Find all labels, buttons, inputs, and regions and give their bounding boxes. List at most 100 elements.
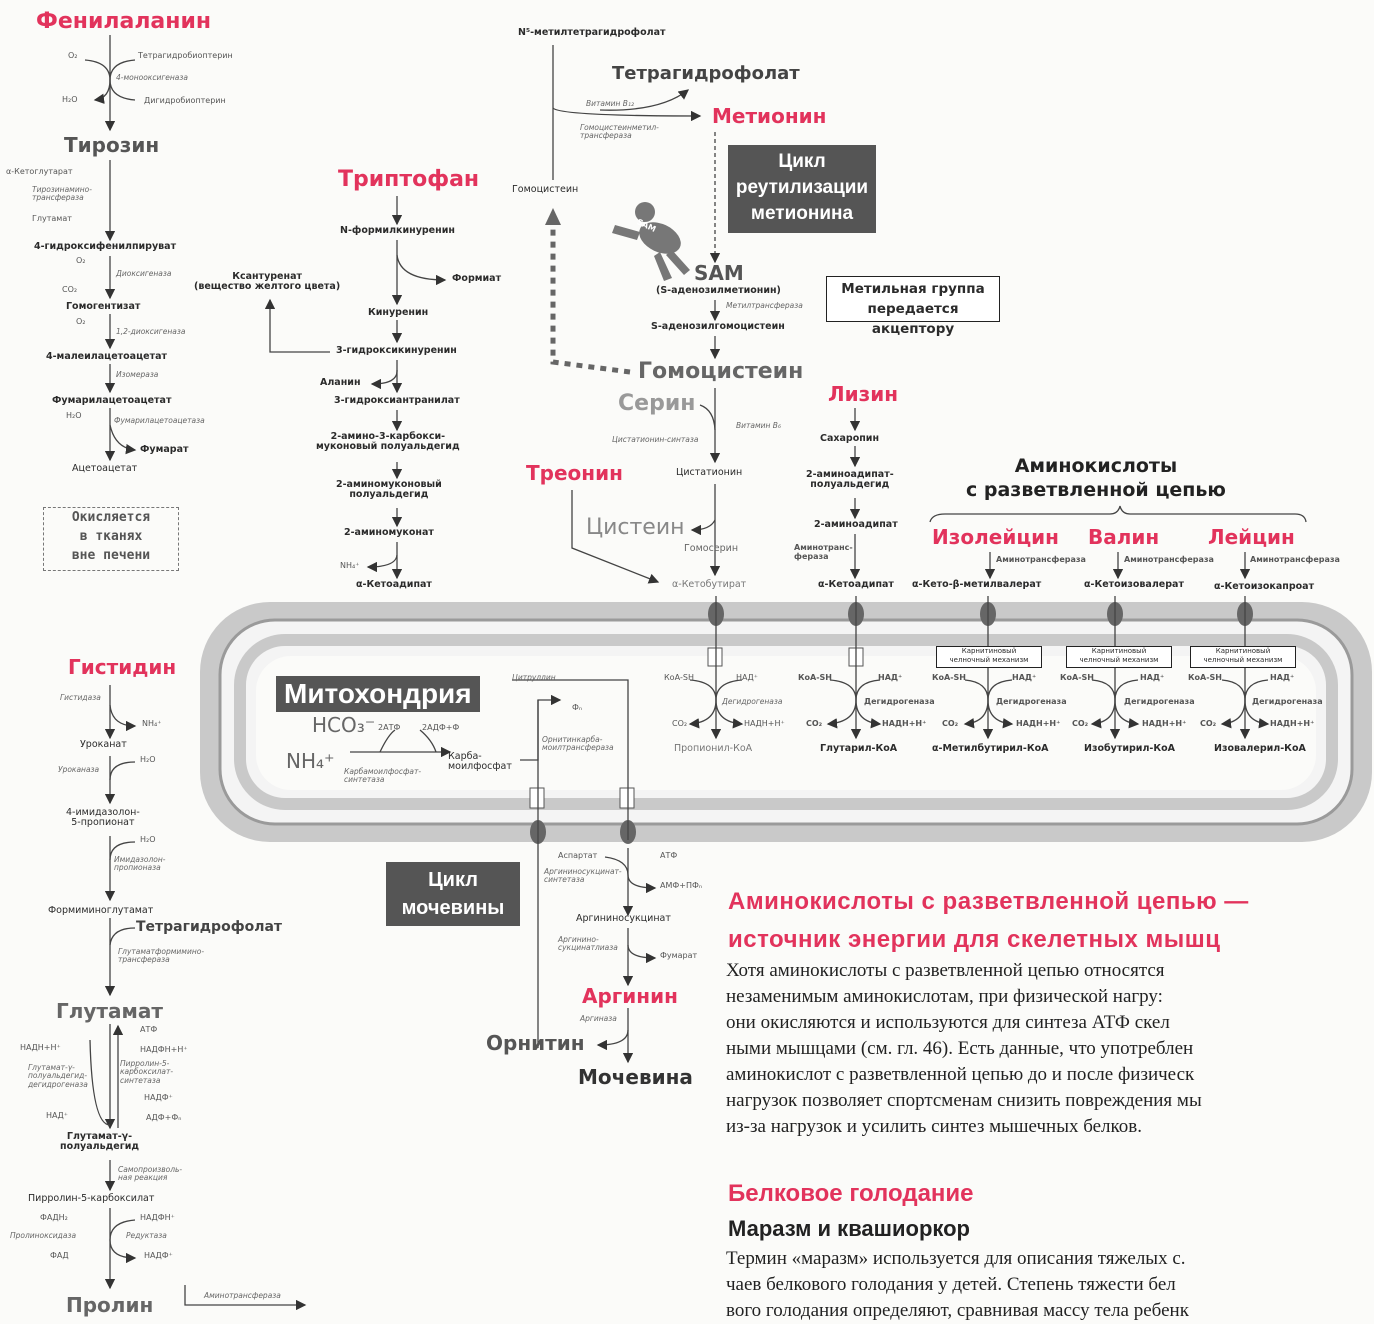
phenylalanine-arrows [84, 35, 137, 462]
h2o-label: H₂O [62, 95, 78, 104]
maleylacetoacetate-label: 4-малеилацетоацетат [46, 351, 167, 362]
isovaleryl-coa-label: Изовалерил-КоА [1214, 743, 1306, 754]
homoserine-label: Гомосерин [684, 543, 739, 554]
nh4-histidine-label: NH₄⁺ [142, 719, 162, 728]
imidazolone-propionate-label: 4-имидазолон- 5-пропионат [66, 807, 140, 829]
aminotransferase-bottom-label: Аминотрансфераза [204, 1291, 281, 1300]
histidine-arrows [89, 685, 307, 1311]
dhb-label: Дигидробиоптерин [144, 96, 226, 105]
histidase-label: Гистидаза [60, 693, 101, 702]
methyl-group-box: Метильная группа передается акцептору [826, 276, 1000, 337]
sam-label: SAM [694, 261, 744, 285]
nadh-2: НАДН+Н⁺ [882, 719, 927, 728]
para2-line: чаев белкового голодания у детей. Степен… [726, 1274, 1176, 1295]
ketoisocaproate-label: α-Кетоизокапроат [1214, 581, 1315, 592]
urea-arrows [596, 848, 657, 1064]
ketoisovalerate-label: α-Кетоизовалерат [1084, 579, 1184, 590]
methylbutyryl-coa-label: α-Метилбутирил-КоА [932, 743, 1049, 754]
saccharopine-label: Сахаропин [820, 433, 880, 444]
sam-superhero-figure [612, 202, 690, 281]
cps-label: Карбамоилфосфат-синтетаза [344, 767, 422, 785]
nad-3: НАД⁺ [1012, 673, 1037, 682]
o2-label: O₂ [68, 51, 78, 60]
lysine-aminotransferase-label: Аминотранс- фераза [794, 543, 853, 561]
phi-label: Фₙ [572, 703, 583, 712]
proline-label: Пролин [66, 1293, 154, 1317]
enzyme-fumarylacetoacetase: Фумарилацетоацетаза [114, 416, 205, 425]
oxidized-outside-liver-box: Окисляется в тканях вне печени [43, 507, 179, 571]
sah-label: S-аденозилгомоцистеин [651, 321, 785, 332]
phenylalanine-title: Фенилаланин [36, 9, 212, 34]
h2o-b-histidine-label: H₂O [140, 835, 156, 844]
heading-protein-starvation: Белковое голодание [728, 1180, 974, 1207]
nadp-histidine-label: НАДФ⁺ [144, 1093, 173, 1102]
enzyme-12-dioxygenase: 1,2-диоксигеназа [116, 327, 186, 336]
carbamoyl-phosphate-label: Карба- моилфосфат [448, 751, 512, 773]
n-formylkynurenine-label: N-формилкинуренин [340, 225, 455, 236]
bcaa-paragraph: Хотя аминокислоты с разветвленной цепью … [726, 958, 1374, 1140]
para2-line: Термин «маразм» используется для описани… [726, 1248, 1186, 1269]
otc-label: Орнитинкарба-моилтрансфераза [542, 735, 614, 753]
ketoadipate-lysine-label: α-Кетоадипат [818, 579, 894, 590]
heading-bcaa-line1: Аминокислоты с разветвленной цепью — [728, 888, 1249, 915]
mitochondria-membrane [200, 602, 1372, 842]
para1-line: аминокислот с разветвленной цепью до и п… [726, 1064, 1195, 1085]
propionyl-coa-label: Пропионил-КоА [674, 743, 753, 754]
alanine-label: Аланин [320, 377, 361, 388]
asl-label: Аргинино-сукцинатлиаза [558, 935, 618, 953]
lysine-title: Лизин [828, 382, 899, 406]
homocysteine-return-arrow [550, 222, 631, 375]
dehydrogenase-5: Дегидрогеназа [1252, 697, 1323, 706]
dehydrogenase-1: Дегидрогеназа [722, 697, 783, 706]
aminomuconic-semialdehyde-label: 2-аминомуконовый полуальдегид [336, 479, 442, 501]
nad-histidine-label: НАД⁺ [46, 1111, 68, 1120]
ketoadipate-tryptophan-label: α-Кетоадипат [356, 579, 432, 590]
co2-label: CO₂ [62, 285, 78, 294]
methionine-cycle-box: Цикл реутилизации метионина [728, 145, 876, 233]
sam-full-label: (S-аденозилметионин) [656, 285, 781, 296]
amp-label: АМФ+ПФₙ [660, 881, 703, 890]
b6-label: Витамин B₆ [736, 421, 781, 430]
fumarylacetoacetate-label: Фумарилацетоацетат [52, 395, 172, 406]
tryptophan-arrows [264, 196, 447, 580]
para1-line: из-за нагрузок и усилить синтез мышечных… [726, 1116, 1143, 1137]
fumarate-urea-label: Фумарат [660, 951, 698, 960]
urea-cycle-box: Цикл мочевины [386, 862, 520, 926]
isoleucine-aminotransferase: Аминотрансфераза [996, 555, 1086, 564]
valine-title: Валин [1088, 525, 1160, 549]
coa-sh-5: КоА-SH [1188, 673, 1223, 682]
hydroxyanthranilate-label: 3-гидроксиантранилат [334, 395, 460, 406]
aspartate-label: Аспартат [558, 851, 598, 860]
nh4-label: NH₄⁺ [340, 561, 360, 570]
p5c-synthetase-label: Пирролин-5-карбоксилат-синтетаза [120, 1059, 174, 1085]
para1-line: ными мышцами (см. гл. 46). Есть данные, … [726, 1038, 1194, 1059]
heading-bcaa-line2: источник энергии для скелетных мышц [728, 926, 1221, 953]
akg-label: α-Кетоглутарат [6, 167, 73, 176]
nadh-5: НАДН+Н⁺ [1270, 719, 1315, 728]
nad-4: НАД⁺ [1140, 673, 1165, 682]
co2-3: CO₂ [942, 719, 959, 728]
co2-1: CO₂ [672, 719, 688, 728]
carnitine-shuttle-1: Карнитиновый челночный механизм [936, 646, 1042, 668]
glutaryl-coa-label: Глутарил-КоА [820, 743, 898, 754]
homogentisate-label: Гомогентизат [66, 301, 141, 312]
fadh2-label: ФАДН₂ [40, 1213, 68, 1222]
para2-line: вого голодания определяют, сравнивая мас… [726, 1300, 1189, 1321]
isoleucine-title: Изолейцин [932, 525, 1059, 549]
cystathionine-synthase-label: Цистатионин-синтаза [612, 435, 699, 444]
coa-sh-4: КоА-SH [1060, 673, 1095, 682]
ketobutyrate-label: α-Кетобутират [672, 579, 747, 590]
p5c-label: Пирролин-5-карбоксилат [28, 1193, 155, 1204]
co2-2: CO₂ [806, 719, 823, 728]
coa-sh-2: КоА-SH [798, 673, 833, 682]
adp-histidine-label: АДФ+Фₙ [146, 1113, 182, 1122]
leucine-aminotransferase: Аминотрансфераза [1250, 555, 1340, 564]
bcaa-brace [929, 505, 1307, 580]
dehydrogenase-3: Дегидрогеназа [996, 697, 1067, 706]
kynurenine-label: Кинуренин [368, 307, 429, 318]
reductase-label: Редуктаза [126, 1231, 167, 1240]
xanthurenate-label: Ксантуренат (вещество желтого цвета) [194, 271, 341, 293]
para1-line: Хотя аминокислоты с разветвленной цепью … [726, 960, 1165, 981]
acetoacetate-label: Ацетоацетат [72, 463, 138, 474]
gsa-label: Глутамат-γ- полуальдегид [60, 1131, 140, 1153]
